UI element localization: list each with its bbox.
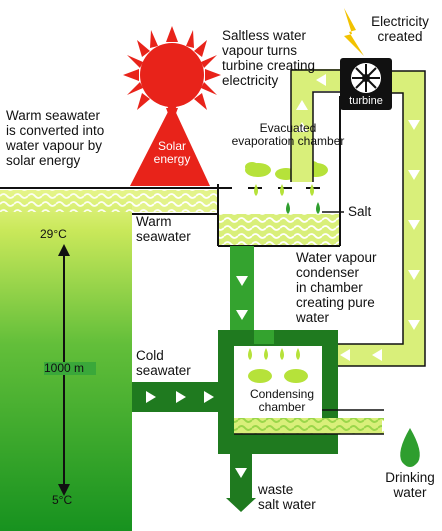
sea-body xyxy=(0,190,132,531)
drinking-drop-icon xyxy=(400,428,420,467)
vapour-drips xyxy=(254,184,314,196)
condenser-drops xyxy=(248,348,300,360)
waste-arrow-icon xyxy=(226,498,256,512)
beam-arrow xyxy=(162,98,182,114)
flow-arrows xyxy=(146,74,420,478)
label-depth: 1000 m xyxy=(44,361,96,376)
label-salt: Salt xyxy=(348,204,372,219)
label-temp-bottom: 5°C xyxy=(52,493,73,507)
turbine-icon xyxy=(340,58,392,110)
condenser-clouds xyxy=(248,369,308,383)
vapour-pipe-down xyxy=(320,70,426,367)
evaporation-chamber xyxy=(217,96,341,247)
vapour-pipe-up xyxy=(290,69,340,182)
condensing-chamber xyxy=(234,346,384,435)
lightning-icon xyxy=(344,8,364,56)
vapour-clouds xyxy=(245,161,328,180)
label-turbine: turbine xyxy=(349,95,383,107)
solar-beam xyxy=(130,104,210,186)
label-temp-top: 29°C xyxy=(40,227,67,241)
sea-surface-waves-2 xyxy=(132,190,218,212)
salt-drops xyxy=(286,202,320,214)
